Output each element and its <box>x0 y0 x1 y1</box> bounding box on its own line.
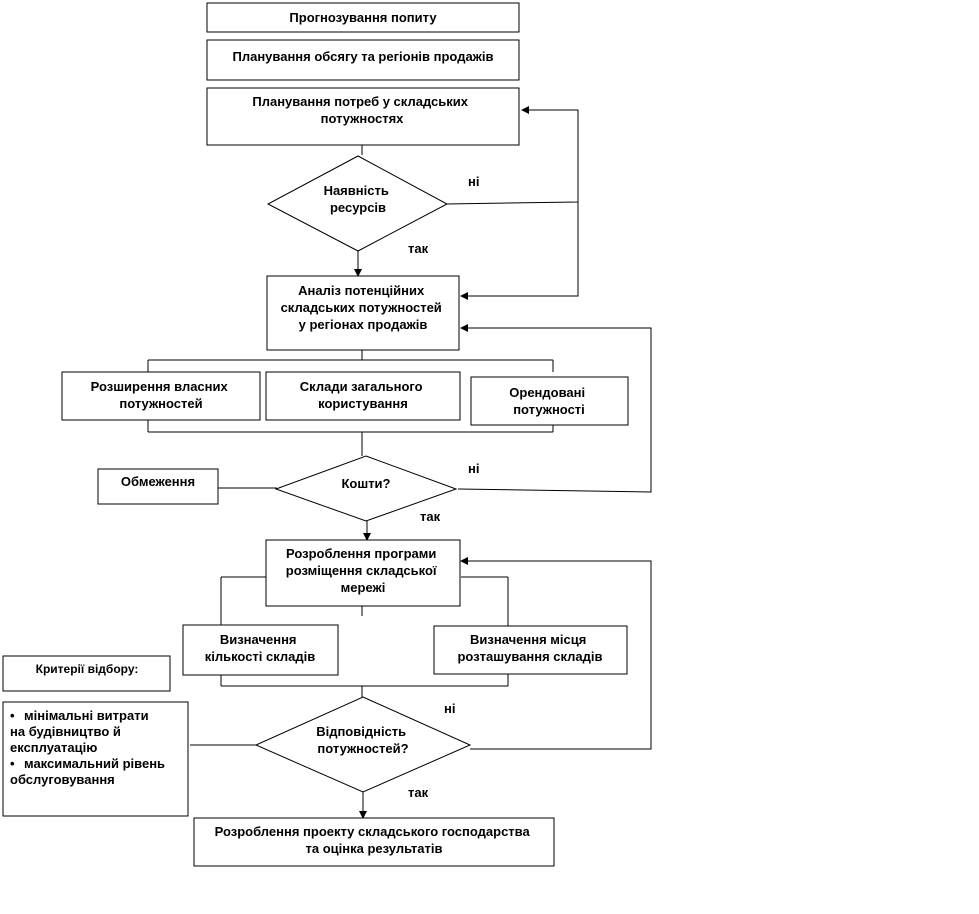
node-own-expansion: Розширення власних потужностей <box>61 371 261 421</box>
node-rented: Орендовані потужності <box>470 376 629 426</box>
decision-resources-line-2: ресурсів <box>330 200 386 215</box>
node-planning-needs: Планування потреб у складських потужност… <box>206 87 520 146</box>
node-analysis: Аналіз потенційних складських потужносте… <box>266 275 460 351</box>
decision-capacity: Відповідність потужностей? <box>254 696 472 793</box>
node-forecast-label: Прогнозування попиту <box>289 10 437 25</box>
svg-text:Розроблення програми роз: Розроблення програми розміщення складськ… <box>286 546 440 595</box>
svg-text:Орендовані потужності: Орендовані потужності <box>509 385 588 417</box>
decision-capacity-line-2: потужностей? <box>317 741 408 756</box>
funds-no-label: ні <box>468 461 479 476</box>
node-public-warehouses-line-1: Склади загального <box>300 379 423 394</box>
svg-text:Наявність ресурсів: Наявність ресурсів <box>324 183 393 215</box>
node-rented-line-1: Орендовані <box>509 385 585 400</box>
svg-text:Визначення місця розташу: Визначення місця розташування складів <box>457 632 602 664</box>
node-location-warehouses-line-1: Визначення місця <box>470 632 586 647</box>
node-rented-line-2: потужності <box>513 402 585 417</box>
criteria-list-box <box>2 701 189 817</box>
connectors <box>147 106 652 819</box>
decision-funds-label: Кошти? <box>341 476 390 491</box>
criteria-item-1-line-1: мінімальні витрати <box>24 708 149 723</box>
node-restrictions-label: Обмеження <box>121 474 195 489</box>
svg-text:Розроблення проекту складськог: Розроблення проекту складського господар… <box>215 824 534 856</box>
svg-text:Розширення власних потуж: Розширення власних потужностей <box>91 379 232 411</box>
criteria-item-1-line-3: експлуатацію <box>10 740 98 755</box>
node-planning-sales-label: Планування обсягу та регіонів продажів <box>232 49 493 64</box>
node-network-program-line-3: мережі <box>341 580 386 595</box>
decision-resources-line-1: Наявність <box>324 183 389 198</box>
node-count-warehouses-line-2: кількості складів <box>205 649 316 664</box>
decision-funds: Кошти? <box>274 455 458 522</box>
svg-text:Аналіз потенційних склад: Аналіз потенційних складських потужносте… <box>281 283 446 332</box>
resources-yes-label: так <box>408 241 429 256</box>
node-own-expansion-line-1: Розширення власних <box>91 379 229 394</box>
criteria-item: • мінімальні витрати на будівництво й екс… <box>10 708 186 756</box>
node-forecast: Прогнозування попиту <box>206 2 520 33</box>
svg-text:Відповідність потужносте: Відповідність потужностей? <box>316 724 410 756</box>
node-own-expansion-line-2: потужностей <box>119 396 202 411</box>
funds-yes-label: так <box>420 509 441 524</box>
node-network-program: Розроблення програми розміщення складськ… <box>265 539 461 607</box>
criteria-item: • максимальний рівень обслуговування <box>10 756 186 788</box>
node-count-warehouses-line-1: Визначення <box>220 632 297 647</box>
criteria-list: • мінімальні витрати на будівництво й екс… <box>10 708 186 788</box>
node-planning-sales: Планування обсягу та регіонів продажів <box>206 39 520 81</box>
decision-capacity-line-1: Відповідність <box>316 724 406 739</box>
node-analysis-line-2: складських потужностей <box>281 300 442 315</box>
node-final-line-2: та оцінка результатів <box>306 841 443 856</box>
node-planning-needs-line-2: потужностях <box>321 111 405 126</box>
node-location-warehouses-line-2: розташування складів <box>457 649 602 664</box>
criteria-item-2-line-2: обслуговування <box>10 772 115 787</box>
node-public-warehouses: Склади загального користування <box>265 371 461 421</box>
criteria-title: Критерії відбору: <box>36 662 139 676</box>
criteria-item-2-line-1: максимальний рівень <box>24 756 166 771</box>
svg-text:Склади загального корист: Склади загального користування <box>300 379 426 411</box>
node-public-warehouses-line-2: користування <box>318 396 408 411</box>
node-final-line-1: Розроблення проекту складського господар… <box>215 824 531 839</box>
node-location-warehouses: Визначення місця розташування складів <box>433 625 628 675</box>
node-final: Розроблення проекту складського господар… <box>193 817 555 867</box>
node-network-program-line-1: Розроблення програми <box>286 546 436 561</box>
node-analysis-line-1: Аналіз потенційних <box>298 283 425 298</box>
node-network-program-line-2: розміщення складської <box>286 563 437 578</box>
capacity-yes-label: так <box>408 785 429 800</box>
bullet-icon: • <box>10 756 15 771</box>
node-restrictions: Обмеження <box>97 468 219 505</box>
decision-resources: Наявність ресурсів <box>266 155 449 252</box>
svg-text:Визначення кількості скл: Визначення кількості складів <box>205 632 316 664</box>
bullet-icon: • <box>10 708 15 723</box>
svg-text:Планування потреб у складських: Планування потреб у складських потужност… <box>252 94 471 126</box>
capacity-no-label: ні <box>444 701 455 716</box>
node-analysis-line-3: у регіонах продажів <box>299 317 428 332</box>
node-count-warehouses: Визначення кількості складів <box>182 624 339 676</box>
node-planning-needs-line-1: Планування потреб у складських <box>252 94 468 109</box>
criteria-title-box: Критерії відбору: <box>2 655 171 692</box>
criteria-item-1-line-2: на будівництво й <box>10 724 121 739</box>
resources-no-label: ні <box>468 174 479 189</box>
